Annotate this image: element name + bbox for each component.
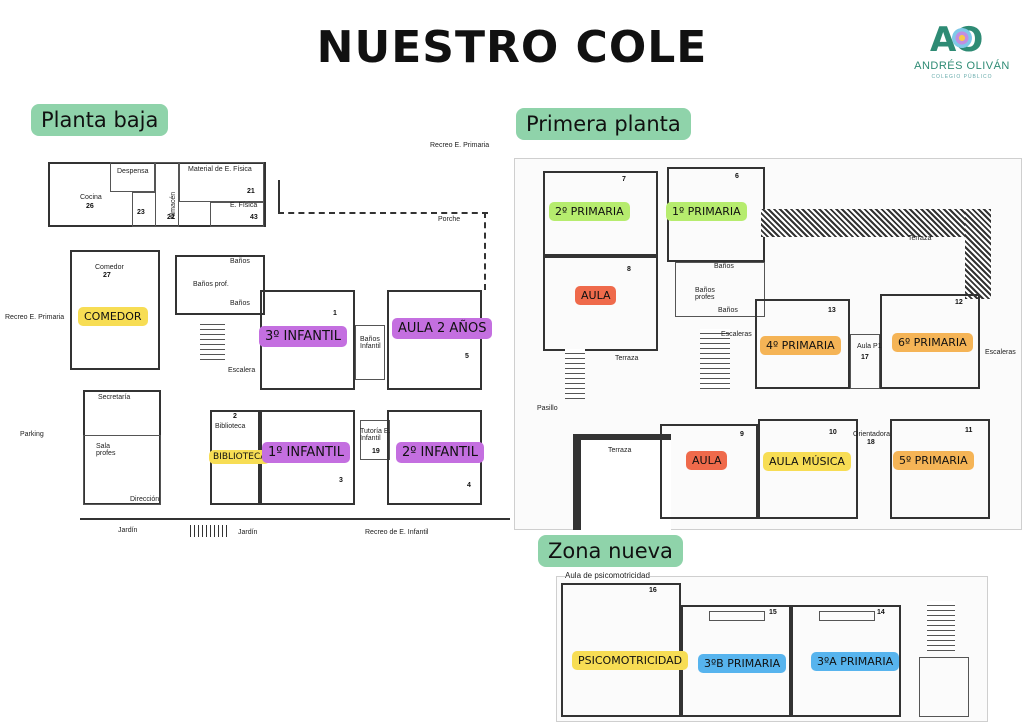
room-number-11: 11 [965, 427, 973, 434]
page-title: NUESTRO COLE [316, 22, 708, 73]
room-tag-psicomotricidad[interactable]: PSICOMOTRICIDAD [572, 651, 689, 670]
room-number-6: 6 [735, 173, 739, 180]
flower-icon [952, 28, 972, 48]
room-tag-aula-2[interactable]: AULA [686, 451, 728, 470]
room-number-21: 21 [247, 188, 255, 195]
room-number-7: 7 [622, 176, 626, 183]
banos-profes-label: Baños profes [695, 287, 715, 301]
room-number-17: 17 [861, 354, 869, 361]
room-tag-6-primaria[interactable]: 6º PRIMARIA [892, 333, 973, 352]
room-tag-aula-1[interactable]: AULA [575, 286, 617, 305]
room-tag-3b-primaria[interactable]: 3ºB PRIMARIA [698, 654, 787, 673]
porche-label: Porche [438, 216, 461, 223]
room-number-2: 2 [233, 413, 237, 420]
new-zone-plan: 16 15 14 [556, 576, 988, 722]
room-number-15: 15 [769, 609, 777, 616]
section-zona-nueva: Zona nueva [538, 535, 683, 567]
logo-subtitle: COLEGIO PÚBLICO [931, 74, 993, 80]
recreo-primaria-left-label: Recreo E. Primaria [5, 314, 65, 321]
room-number-14: 14 [877, 609, 885, 616]
room-number-27: 27 [103, 272, 111, 279]
room-number-5: 5 [465, 353, 469, 360]
room-number-8: 8 [627, 266, 631, 273]
room-number-43: 43 [250, 214, 258, 221]
room-number-26: 26 [86, 203, 94, 210]
room-tag-2-infantil[interactable]: 2º INFANTIL [396, 442, 485, 463]
banos-infantil-label: Baños Infantil [360, 336, 381, 350]
room-number-19: 19 [372, 448, 380, 455]
banos-label-2: Baños [718, 307, 738, 314]
room-tag-1-primaria[interactable]: 1º PRIMARIA [666, 202, 747, 221]
room-tag-aula-musica[interactable]: AULA MÚSICA [763, 452, 851, 471]
room-number-9: 9 [740, 431, 744, 438]
terraza2-label: Terraza [615, 355, 639, 362]
escaleras2-label: Escaleras [985, 349, 1016, 356]
banos-prof-label: Baños prof. [193, 281, 229, 288]
room-number-18: 18 [867, 439, 875, 446]
psicomotricidad-label: Aula de psicomotricidad [565, 571, 650, 580]
escalera-label: Escalera [228, 367, 256, 374]
school-logo: AO ANDRÉS OLIVÁN COLEGIO PÚBLICO [912, 20, 1012, 90]
escaleras1-label: Escaleras [721, 331, 752, 338]
parking-label: Parking [20, 431, 44, 438]
room-tag-4-primaria[interactable]: 4º PRIMARIA [760, 336, 841, 355]
room-number-1: 1 [333, 310, 337, 317]
cocina-label: Cocina [80, 194, 102, 201]
ground-floor-plan: Recreo E. Primaria Despensa Material de … [5, 142, 510, 545]
recreo-primaria-label: Recreo E. Primaria [430, 142, 490, 149]
banos2-label: Baños [230, 300, 250, 307]
tutoria-label: Tutoría E. Infantil [360, 428, 391, 442]
room-number-22: 22 [167, 214, 175, 221]
room-tag-3a-primaria[interactable]: 3ºA PRIMARIA [811, 652, 900, 671]
room-tag-aula-2-anos[interactable]: AULA 2 AÑOS [392, 318, 493, 339]
room-number-4: 4 [467, 482, 471, 489]
logo-name: ANDRÉS OLIVÁN [914, 60, 1010, 72]
jardin1-label: Jardín [118, 527, 138, 534]
room-tag-comedor[interactable]: COMEDOR [78, 307, 148, 326]
section-primera-planta: Primera planta [516, 108, 691, 140]
material-label: Material de E. Física [188, 166, 252, 173]
room-tag-1-infantil[interactable]: 1º INFANTIL [262, 442, 351, 463]
aula-p1-label: Aula P1 [857, 343, 882, 350]
section-planta-baja: Planta baja [31, 104, 169, 136]
sala-profes-label: Sala profes [96, 443, 116, 457]
recreo-infantil-label: Recreo de E. Infantil [365, 529, 429, 536]
banos-label: Baños [230, 258, 250, 265]
room-number-23: 23 [137, 209, 145, 216]
jardin2-label: Jardín [238, 529, 258, 536]
comedor-label: Comedor [95, 264, 124, 271]
direccion-label: Dirección [130, 496, 160, 503]
room-number-16: 16 [649, 587, 657, 594]
room-number-12: 12 [955, 299, 963, 306]
secretaria-label: Secretaría [98, 394, 131, 401]
e-fisica-label: E. Física [230, 202, 258, 209]
room-number-3: 3 [339, 477, 343, 484]
room-tag-5-primaria[interactable]: 5º PRIMARIA [893, 451, 974, 470]
orientadora-label: Orientadora [853, 431, 890, 438]
room-number-13: 13 [828, 307, 836, 314]
despensa-label: Despensa [117, 168, 149, 175]
banos-label-1: Baños [714, 263, 734, 270]
biblioteca-label: Biblioteca [215, 423, 246, 430]
room-tag-2-primaria[interactable]: 2º PRIMARIA [549, 202, 630, 221]
terraza3-label: Terraza [608, 447, 632, 454]
terraza1-label: Terraza [908, 235, 932, 242]
room-tag-3-infantil[interactable]: 3º INFANTIL [259, 326, 348, 347]
pasillo-label: Pasillo [537, 405, 558, 412]
room-tag-biblioteca[interactable]: BIBLIOTECA [209, 450, 271, 464]
room-number-10: 10 [829, 429, 837, 436]
